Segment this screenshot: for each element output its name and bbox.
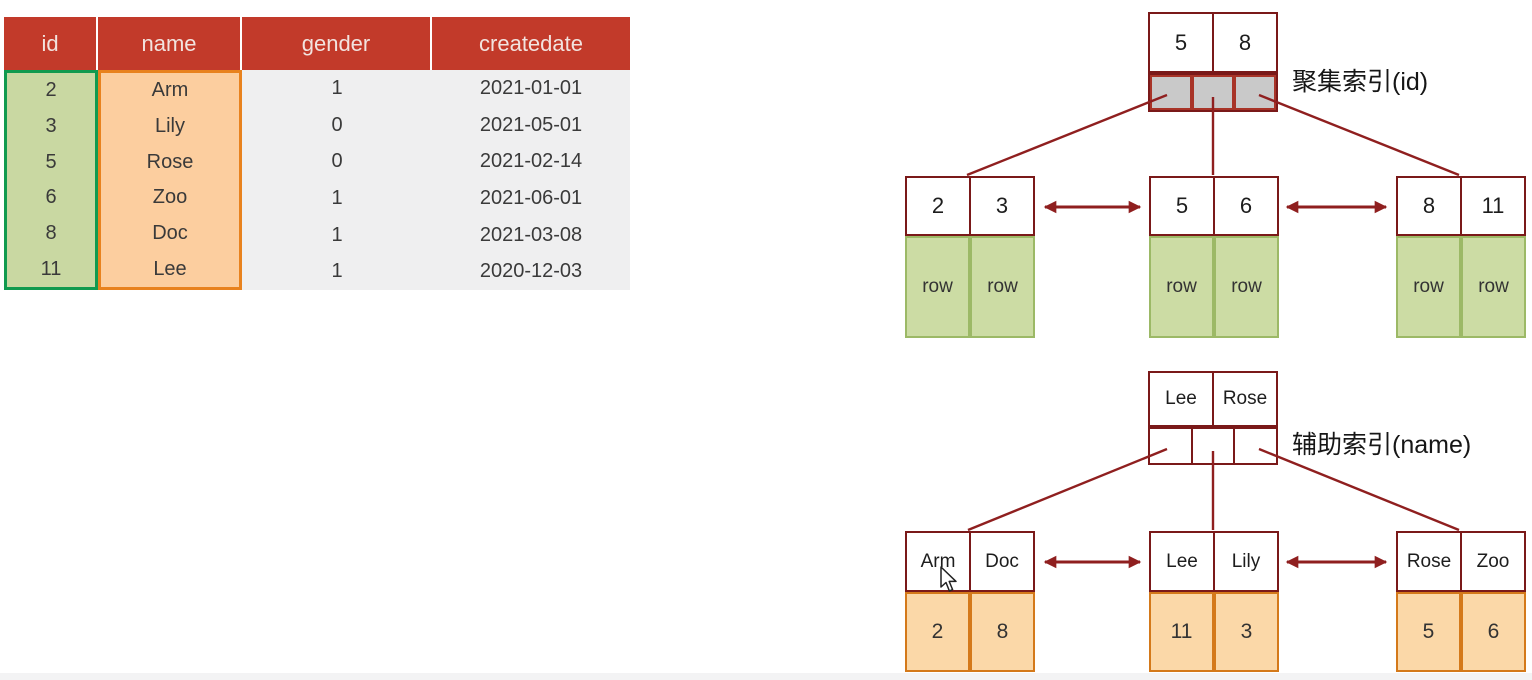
table-header-row: id name gender createdate [4, 17, 630, 70]
table-cell: Lily [154, 115, 185, 137]
pointer-cell [1192, 75, 1234, 110]
leaf-row-cell: row [1149, 236, 1214, 338]
table-cell: 2020-12-03 [479, 260, 583, 283]
leaf-row-cell: row [1214, 236, 1279, 338]
table-cell: 2021-06-01 [479, 186, 583, 209]
leaf-key: Arm [920, 550, 956, 572]
table-cell: Lee [153, 257, 187, 280]
column-header-createdate: createdate [432, 17, 630, 70]
leaf-row-cell: row [1461, 236, 1526, 338]
table-cell: Rose [146, 150, 194, 173]
secondary-leaf-node: Lee Lily 11 3 [1149, 531, 1279, 672]
leaf-key: Rose [1406, 550, 1452, 572]
secondary-root-key: Lee [1165, 388, 1197, 409]
table-cell: 2021-03-08 [479, 223, 583, 246]
name-column-highlight: Arm Lily Rose Zoo Doc Lee [98, 70, 242, 290]
table-cell: Zoo [152, 186, 188, 209]
table-cell: 6 [45, 186, 57, 209]
secondary-root-key: Rose [1212, 373, 1276, 425]
leaf-id-cell: 5 [1396, 592, 1461, 672]
clustered-root-key: 8 [1212, 14, 1276, 71]
leaf-id-cell: 6 [1461, 592, 1526, 672]
table-cell: 1 [331, 76, 343, 99]
clustered-leaf-node: 5 6 row row [1149, 176, 1279, 338]
table-cell: 2021-05-01 [479, 113, 583, 136]
table-cell: 11 [40, 257, 62, 280]
table-cell: 8 [45, 222, 57, 245]
table-cell: Arm [151, 79, 189, 102]
secondary-root-node: Lee Rose [1148, 371, 1278, 465]
gender-column: 1 0 0 1 1 1 [242, 70, 432, 290]
clustered-leaf-node: 2 3 row row [905, 176, 1035, 338]
leaf-key: 5 [1175, 193, 1189, 218]
column-header-id: id [4, 17, 98, 70]
clustered-child-link [1258, 93, 1460, 177]
pointer-cell [1190, 429, 1234, 463]
leaf-key: Doc [969, 533, 1033, 590]
secondary-index-label: 辅助索引(name) [1292, 431, 1472, 459]
leaf-key: 8 [1422, 193, 1436, 218]
clustered-root-key: 5 [1174, 29, 1188, 55]
secondary-child-link [1258, 447, 1460, 532]
leaf-id-cell: 3 [1214, 592, 1279, 672]
table-cell: 1 [331, 260, 343, 283]
bottom-edge-strip [0, 673, 1532, 680]
leaf-row-cell: row [970, 236, 1035, 338]
table-cell: 5 [45, 150, 57, 173]
leaf-key: 11 [1460, 178, 1524, 234]
pointer-cell [1233, 429, 1277, 463]
table-cell: 1 [331, 186, 343, 209]
column-header-name: name [98, 17, 242, 70]
table-cell: 2021-02-14 [479, 150, 583, 173]
secondary-leaf-node: Rose Zoo 5 6 [1396, 531, 1526, 672]
data-table: id name gender createdate 2 3 5 6 8 11 A… [4, 17, 630, 290]
id-column-highlight: 2 3 5 6 8 11 [4, 70, 98, 290]
leaf-key: 3 [969, 178, 1033, 234]
createdate-column: 2021-01-01 2021-05-01 2021-02-14 2021-06… [432, 70, 630, 290]
secondary-leaf-node: Arm Doc 2 8 [905, 531, 1035, 672]
leaf-id-cell: 2 [905, 592, 970, 672]
leaf-row-cell: row [1396, 236, 1461, 338]
column-header-gender: gender [242, 17, 432, 70]
leaf-key: 6 [1213, 178, 1277, 234]
leaf-key: Lily [1213, 533, 1277, 590]
pointer-cell [1150, 429, 1191, 463]
clustered-index-label: 聚集索引(id) [1292, 68, 1429, 96]
pointer-cell [1234, 75, 1276, 110]
secondary-child-link [967, 447, 1168, 532]
table-cell: 3 [45, 115, 57, 137]
leaf-id-cell: 11 [1149, 592, 1214, 672]
leaf-key: Lee [1166, 550, 1198, 572]
clustered-root-node: 5 8 [1148, 12, 1278, 112]
table-cell: Doc [152, 222, 188, 245]
table-cell: 1 [331, 223, 343, 246]
clustered-child-link [966, 93, 1168, 177]
leaf-id-cell: 8 [970, 592, 1035, 672]
table-cell: 0 [331, 150, 343, 173]
leaf-row-cell: row [905, 236, 970, 338]
leaf-key: 2 [931, 193, 945, 218]
table-cell: 2 [45, 79, 57, 102]
leaf-key: Zoo [1460, 533, 1524, 590]
pointer-cell [1150, 75, 1192, 110]
table-cell: 2021-01-01 [479, 76, 583, 99]
table-cell: 0 [331, 113, 343, 136]
clustered-leaf-node: 8 11 row row [1396, 176, 1526, 338]
